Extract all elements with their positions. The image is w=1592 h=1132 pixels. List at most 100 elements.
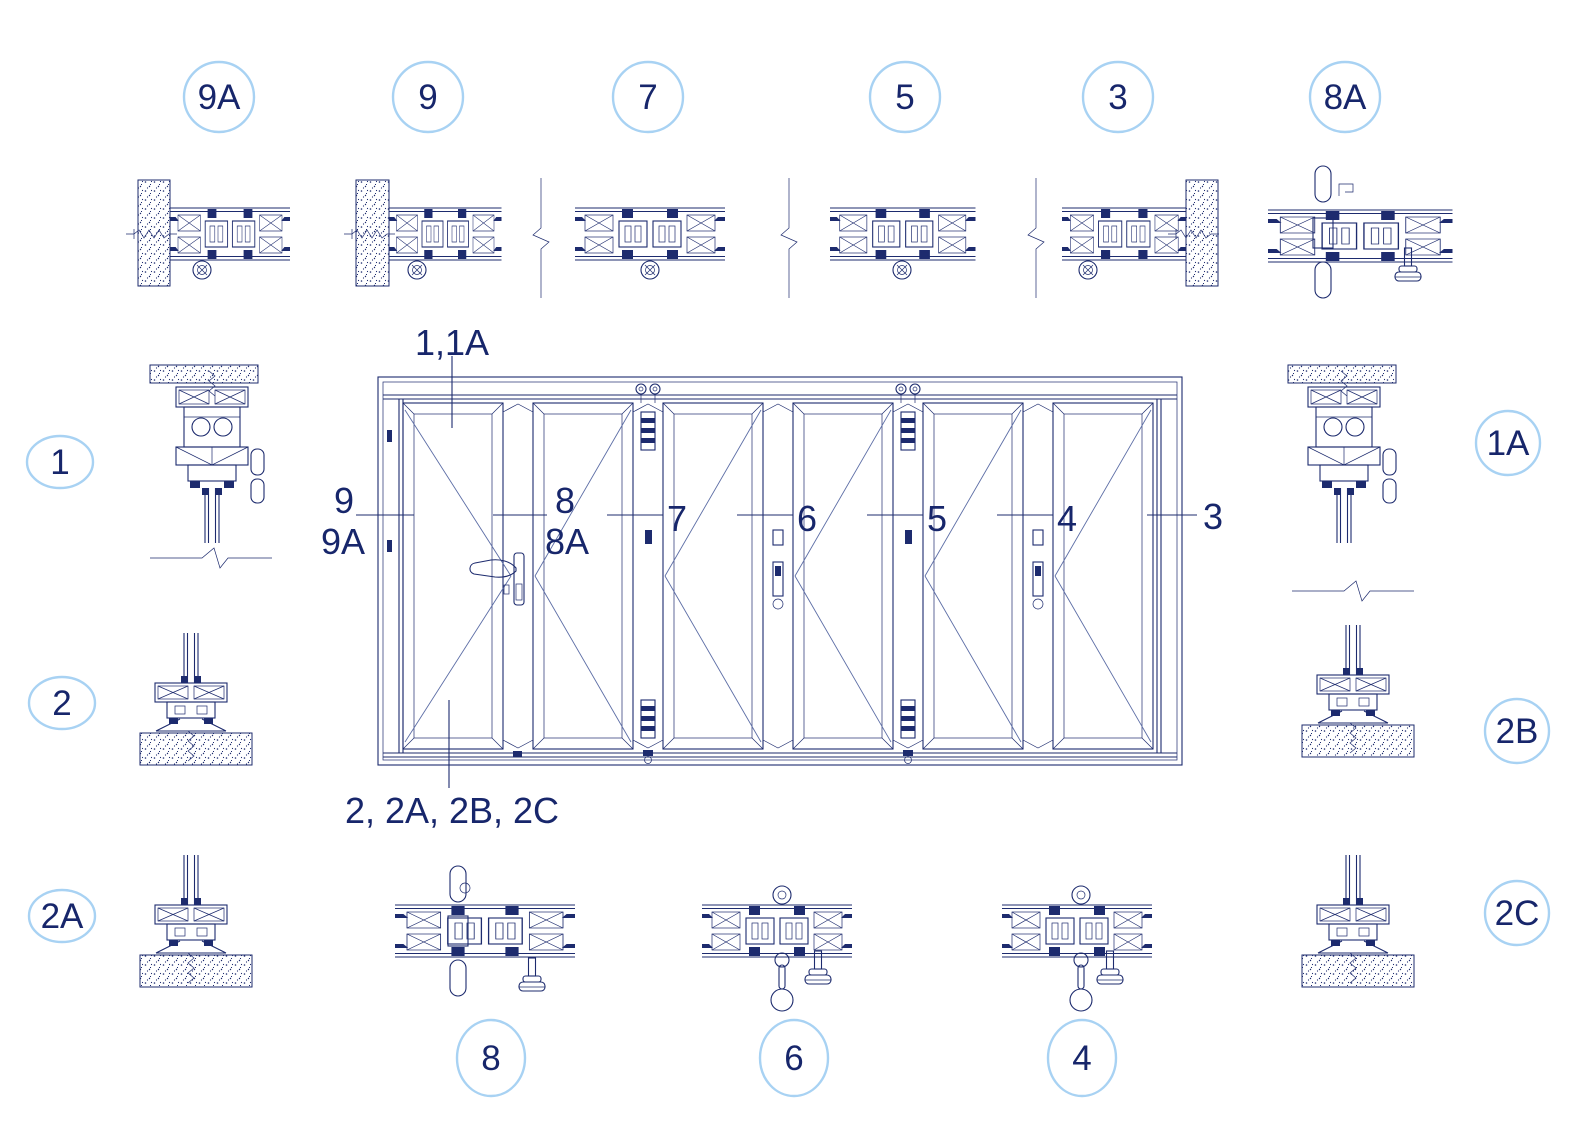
- callout-1-label: 1: [50, 443, 69, 482]
- hinge-icon: [640, 411, 656, 739]
- hinge-knuckle-icon: [1314, 261, 1332, 299]
- section-detail-8: [395, 865, 575, 997]
- wall-hatch: [1185, 179, 1219, 287]
- top-roller-carrier: [895, 383, 921, 403]
- callout-2A-label: 2A: [41, 897, 84, 936]
- stile-label-8: 8: [555, 480, 575, 521]
- jamb-left-label-9: 9: [334, 480, 354, 521]
- knob-icon: [1394, 247, 1422, 282]
- break-line-icon: [149, 547, 273, 569]
- callout-1A-label: 1A: [1487, 424, 1530, 463]
- jamb-right-label-3: 3: [1203, 496, 1223, 537]
- top-roller-carrier: [635, 383, 661, 403]
- hinge-knuckle-icon: [449, 865, 467, 903]
- track-lines: [383, 394, 1177, 758]
- section-detail-4: [1002, 885, 1152, 1012]
- sill-label: 2, 2A, 2B, 2C: [345, 790, 559, 831]
- flush-bolt-icon: [1032, 529, 1044, 610]
- callout-9A: 9A: [182, 60, 256, 134]
- jamb-left-label-9A: 9A: [321, 521, 365, 562]
- door-panel-1: [387, 402, 512, 750]
- slab-hatch: [149, 364, 259, 384]
- section-detail-5: [830, 208, 976, 280]
- head-label: 1,1A: [415, 322, 489, 363]
- callout-6: 6: [758, 1018, 830, 1098]
- slab-hatch: [1287, 364, 1397, 384]
- concrete-hatch: [139, 732, 253, 766]
- flush-bolt-icon: [772, 529, 784, 610]
- bottom-guide: [513, 751, 522, 757]
- section-detail-9A: [125, 179, 290, 287]
- break-line-icon: [1027, 177, 1045, 299]
- concrete-hatch: [1301, 724, 1415, 758]
- callout-8: 8: [455, 1018, 527, 1098]
- mullion-label-6: 6: [797, 498, 817, 539]
- hinge-icon: [900, 411, 916, 739]
- pivot-icon: [407, 260, 427, 280]
- section-detail-2B: [1301, 624, 1415, 758]
- callout-2: 2: [27, 675, 97, 731]
- knob-icon: [518, 957, 546, 992]
- callout-7-label: 7: [638, 78, 657, 117]
- mullion-label-7: 7: [667, 498, 687, 539]
- callout-4: 4: [1046, 1018, 1118, 1098]
- pivot-icon: [192, 260, 212, 280]
- callout-9-label: 9: [418, 78, 437, 117]
- callout-3: 3: [1081, 60, 1155, 134]
- break-line-icon: [1291, 580, 1415, 602]
- break-line-icon: [532, 177, 550, 299]
- door-panel-5: [922, 402, 1024, 750]
- knob-icon: [804, 950, 832, 985]
- door-handle-icon: [469, 552, 525, 606]
- section-detail-2C: [1301, 854, 1415, 988]
- section-detail-2: [139, 632, 253, 766]
- hinge-knuckle-icon: [1314, 165, 1332, 203]
- callout-2C-label: 2C: [1495, 894, 1540, 933]
- callout-8-label: 8: [481, 1039, 500, 1078]
- section-detail-1: [149, 364, 265, 544]
- callout-2-label: 2: [52, 684, 71, 723]
- section-detail-6: [702, 885, 852, 1012]
- door-panel-4: [792, 402, 894, 750]
- frame-outer: [377, 376, 1183, 766]
- hinge-knuckle-icon: [449, 959, 467, 997]
- callout-4-label: 4: [1072, 1039, 1091, 1078]
- callout-3-label: 3: [1108, 78, 1127, 117]
- concrete-hatch: [139, 954, 253, 988]
- callout-2A: 2A: [27, 888, 97, 944]
- door-panel-6: [1052, 402, 1154, 750]
- wall-hatch: [355, 179, 390, 287]
- mullion-label-4: 4: [1057, 498, 1077, 539]
- callout-2C: 2C: [1483, 879, 1551, 947]
- mullion-chamfers: [502, 403, 1054, 749]
- break-line-icon: [780, 177, 798, 299]
- wall-hatch: [137, 179, 171, 287]
- door-panel-2: [532, 402, 634, 750]
- callout-1: 1: [25, 434, 95, 490]
- section-detail-7: [575, 208, 725, 280]
- callout-8A-label: 8A: [1324, 78, 1367, 117]
- callout-8A: 8A: [1308, 60, 1382, 134]
- section-detail-3: [1062, 179, 1220, 287]
- section-detail-2A: [139, 854, 253, 988]
- pivot-icon: [1078, 260, 1098, 280]
- pivot-icon: [640, 260, 660, 280]
- mullion-label-5: 5: [927, 498, 947, 539]
- callout-2B-label: 2B: [1496, 712, 1539, 751]
- section-detail-1A: [1287, 364, 1397, 544]
- callout-5: 5: [868, 60, 942, 134]
- section-detail-8A: [1268, 165, 1453, 299]
- door-elevation: [356, 356, 1197, 788]
- bottom-guide: [903, 750, 913, 756]
- concrete-hatch: [1301, 954, 1415, 988]
- callout-6-label: 6: [784, 1039, 803, 1078]
- pull-handle-icon: [770, 952, 794, 1012]
- pivot-icon: [892, 260, 912, 280]
- callout-2B: 2B: [1483, 697, 1551, 765]
- pull-handle-icon: [1069, 952, 1093, 1012]
- callout-9A-label: 9A: [198, 78, 241, 117]
- door-panel-3: [662, 402, 764, 750]
- callout-9: 9: [391, 60, 465, 134]
